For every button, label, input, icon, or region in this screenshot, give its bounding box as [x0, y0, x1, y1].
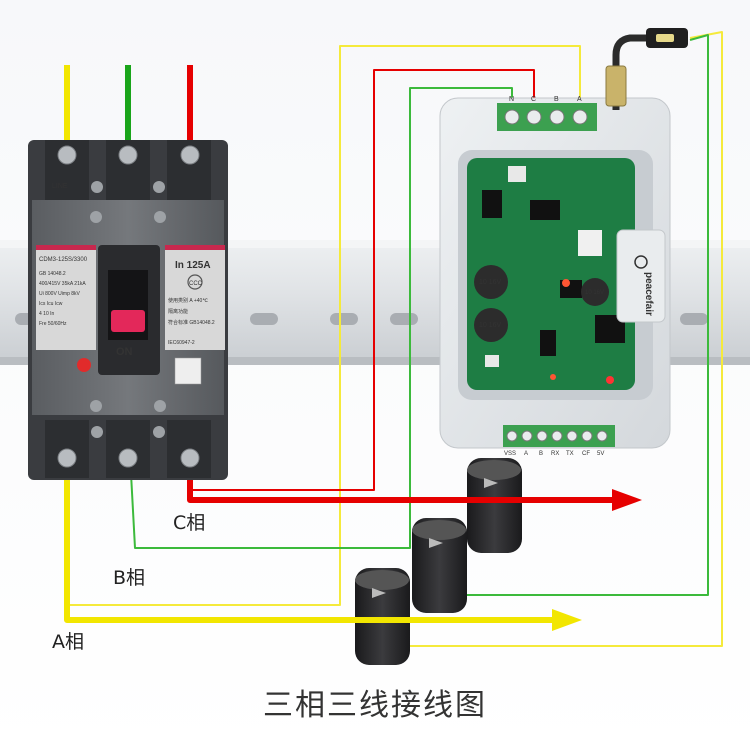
screw-terminal-icon: [118, 448, 138, 468]
current-transformer-a: [355, 568, 410, 665]
breaker-spec-lines: GB 14048.2 400/415V 35kA 21kA Ui 800V Ui…: [39, 271, 86, 327]
pcb: [467, 158, 635, 390]
qr-code: [174, 357, 202, 385]
arrow-right-icon: [372, 588, 386, 598]
led-icon: [562, 279, 570, 287]
terminal-label-b: B: [554, 96, 559, 103]
screw-terminal-icon: [57, 145, 77, 165]
svg-text:VSS: VSS: [504, 451, 516, 457]
svg-text:4 10 In: 4 10 In: [39, 311, 55, 317]
arrow-right-icon: [612, 489, 642, 511]
svg-text:Ics Icu Icw: Ics Icu Icw: [39, 301, 63, 307]
screw-terminal-icon: [57, 448, 77, 468]
svg-text:IEC60947-2: IEC60947-2: [168, 340, 195, 346]
svg-text:CF: CF: [582, 451, 590, 457]
led-icon: [550, 374, 556, 380]
svg-text:5V: 5V: [597, 451, 604, 457]
terminal-label-c: C: [531, 96, 536, 103]
svg-text:使用类别 A +40℃: 使用类别 A +40℃: [168, 297, 208, 304]
phase-label-c: C相: [173, 512, 206, 534]
led-icon: [606, 376, 614, 384]
screw-terminal-icon: [180, 448, 200, 468]
screw-terminal-icon: [549, 109, 565, 125]
breaker-handle-label: ON: [116, 346, 133, 358]
ccc-mark-icon: [187, 274, 203, 290]
test-button[interactable]: [77, 358, 91, 372]
arrow-right-icon: [484, 478, 498, 488]
ct-wire-green: [465, 34, 709, 596]
screw-terminal-icon: [526, 109, 542, 125]
breaker-side-spec: 使用类别 A +40℃ 隔离功能 符合标准 GB14048.2 IEC60947…: [168, 297, 215, 346]
current-transformer-b: [412, 518, 467, 613]
phase-label-a: A相: [52, 631, 84, 653]
diagram-caption: 三相三线接线图: [263, 688, 487, 723]
svg-text:10 16V: 10 16V: [479, 279, 502, 286]
arrow-right-icon: [552, 609, 582, 631]
phase-label-b: B相: [113, 567, 146, 589]
svg-text:10 16V: 10 16V: [585, 290, 604, 296]
svg-text:A: A: [524, 451, 528, 457]
screw-terminal-icon: [572, 109, 588, 125]
ccc-mark: CCC: [189, 281, 203, 287]
capacitors: 10 16V 10 16V 10 16V: [474, 265, 609, 342]
svg-text:GB 14048.2: GB 14048.2: [39, 271, 66, 277]
screw-terminal-icon: [180, 145, 200, 165]
terminal-label-a: A: [577, 96, 582, 103]
svg-text:Ui 800V Uimp 8kV: Ui 800V Uimp 8kV: [39, 291, 81, 297]
current-transformer-c: [467, 458, 522, 553]
svg-text:400/415V 35kA 21kA: 400/415V 35kA 21kA: [39, 281, 86, 287]
pcb-components: [482, 166, 625, 367]
brand-name: peacefair: [643, 272, 654, 316]
svg-text:隔离功能: 隔离功能: [168, 308, 188, 315]
svg-text:Fre 50/60Hz: Fre 50/60Hz: [39, 321, 67, 327]
screw-terminal-icon: [118, 145, 138, 165]
svg-text:TX: TX: [566, 451, 574, 457]
circuit-breaker: LINE CDM3-125S/3300 GB 14048.2 400/415V …: [28, 140, 228, 480]
svg-text:10 16V: 10 16V: [479, 322, 502, 329]
brand-logo-icon: [634, 255, 648, 269]
breaker-model: CDM3-125S/3300: [39, 257, 88, 263]
arrow-right-icon: [429, 538, 443, 548]
ct-connector: [605, 65, 627, 107]
svg-text:RX: RX: [551, 451, 559, 457]
terminal-label-n: N: [509, 96, 514, 103]
breaker-line-label: LINE: [52, 183, 68, 190]
svg-text:B: B: [539, 451, 543, 457]
sense-wire-b: [129, 87, 513, 549]
breaker-handle[interactable]: [111, 310, 145, 332]
svg-text:符合标准 GB14048.2: 符合标准 GB14048.2: [168, 319, 215, 326]
ct-cable: [612, 34, 648, 110]
breaker-rating-badge: In 125A: [175, 260, 211, 271]
energy-meter: N C B A CT 10 16V 10 16V 10 1: [439, 28, 688, 457]
screw-terminal-icon: [504, 109, 520, 125]
bottom-terminal-labels: VSS A B RX TX CF 5V: [504, 451, 604, 457]
